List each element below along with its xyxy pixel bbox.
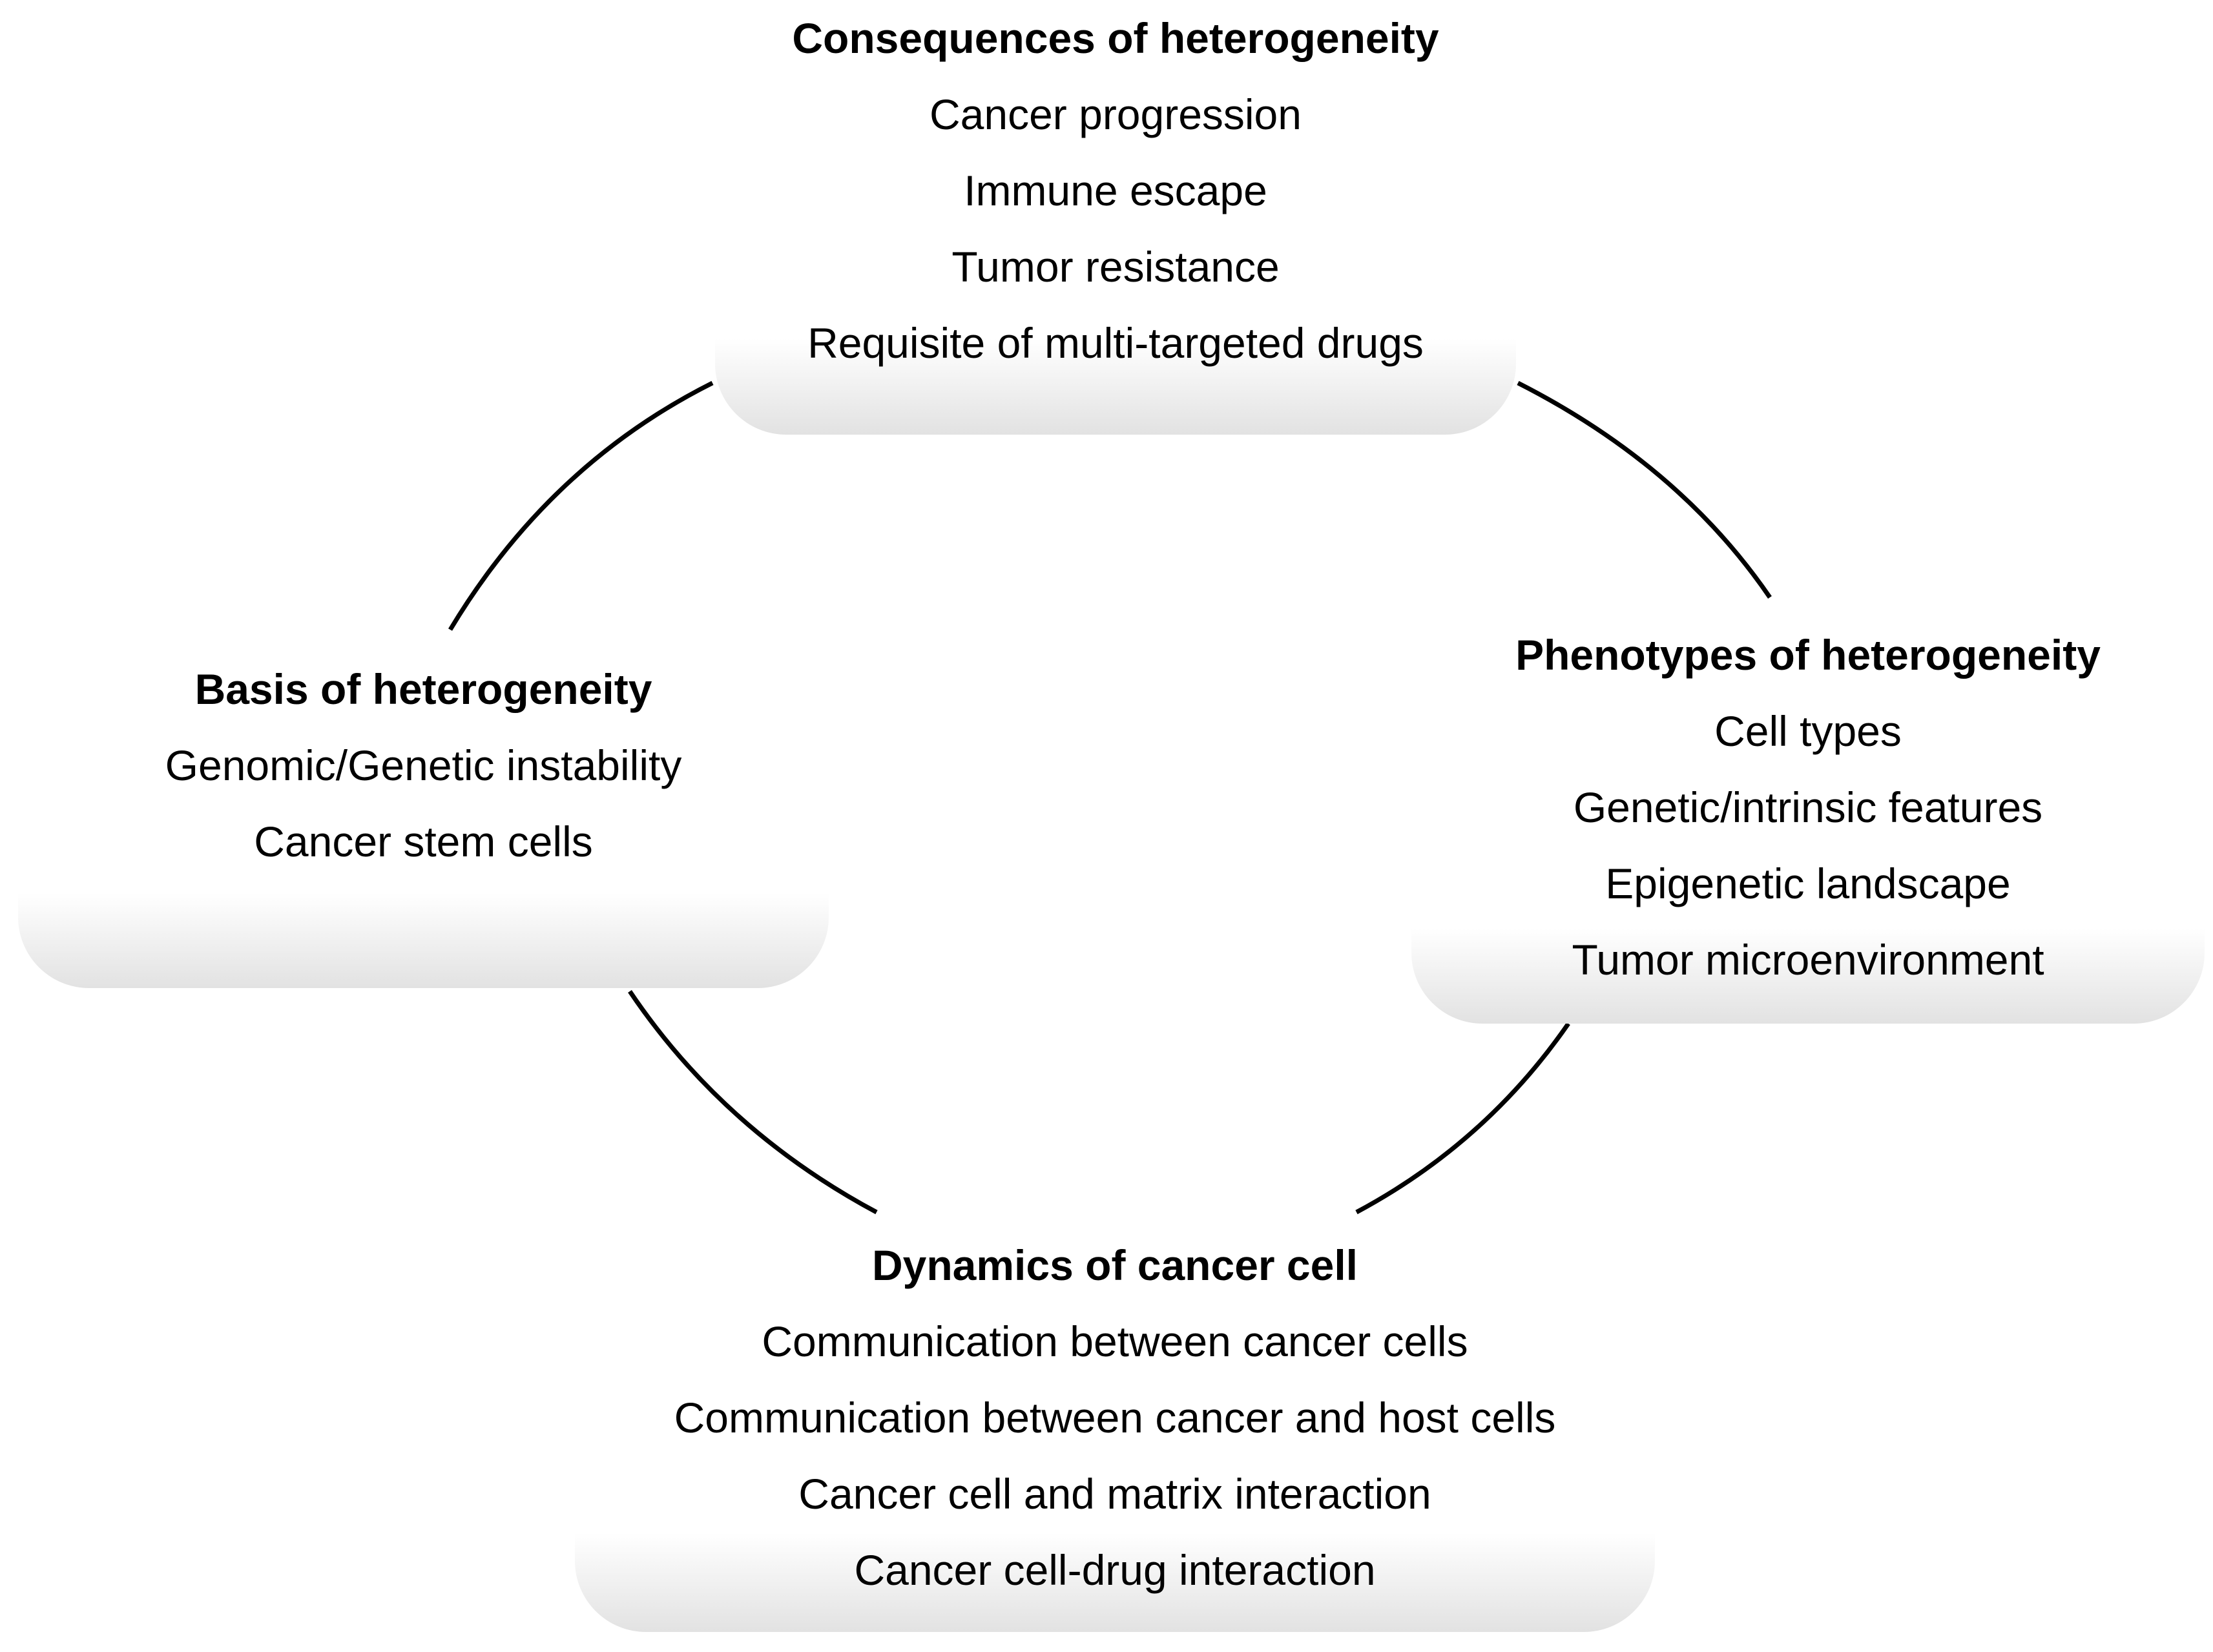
phenotypes-title: Phenotypes of heterogeneity <box>1515 631 2101 679</box>
consequences-box <box>715 205 1516 435</box>
dynamics-item: Cancer cell and matrix interaction <box>798 1470 1431 1518</box>
consequences-item: Immune escape <box>964 167 1267 214</box>
dynamics-item: Communication between cancer cells <box>762 1317 1468 1365</box>
basis-box <box>18 762 829 988</box>
phenotypes-box <box>1411 798 2205 1024</box>
phenotypes-item: Epigenetic landscape <box>1605 860 2011 907</box>
consequences-item: Requisite of multi-targeted drugs <box>807 319 1424 367</box>
phenotypes-item: Tumor microenvironment <box>1572 936 2044 984</box>
consequences-item: Tumor resistance <box>951 243 1280 291</box>
basis-item: Cancer stem cells <box>254 818 593 865</box>
consequences-item: Cancer progression <box>930 90 1302 138</box>
arc-basis-to-consequences <box>448 380 714 631</box>
arc-phenotypes-to-dynamics <box>1355 1022 1570 1215</box>
dynamics-box <box>575 1396 1655 1632</box>
basis-title: Basis of heterogeneity <box>194 665 652 713</box>
dynamics-item: Communication between cancer and host ce… <box>674 1394 1556 1441</box>
consequences-node: Consequences of heterogeneity Cancer pro… <box>715 0 1516 381</box>
arc-dynamics-to-basis <box>628 990 878 1215</box>
phenotypes-item: Cell types <box>1714 707 1902 755</box>
consequences-title: Consequences of heterogeneity <box>792 14 1439 62</box>
dynamics-title: Dynamics of cancer cell <box>871 1241 1358 1289</box>
phenotypes-item: Genetic/intrinsic features <box>1573 783 2043 831</box>
dynamics-node: Dynamics of cancer cell Communication be… <box>575 1227 1655 1608</box>
arc-consequences-to-phenotypes <box>1517 380 1772 599</box>
basis-item: Genomic/Genetic instability <box>165 741 682 789</box>
basis-node: Basis of heterogeneity Genomic/Genetic i… <box>18 651 829 880</box>
dynamics-item: Cancer cell-drug interaction <box>854 1546 1376 1594</box>
phenotypes-node: Phenotypes of heterogeneity Cell types G… <box>1411 617 2205 998</box>
